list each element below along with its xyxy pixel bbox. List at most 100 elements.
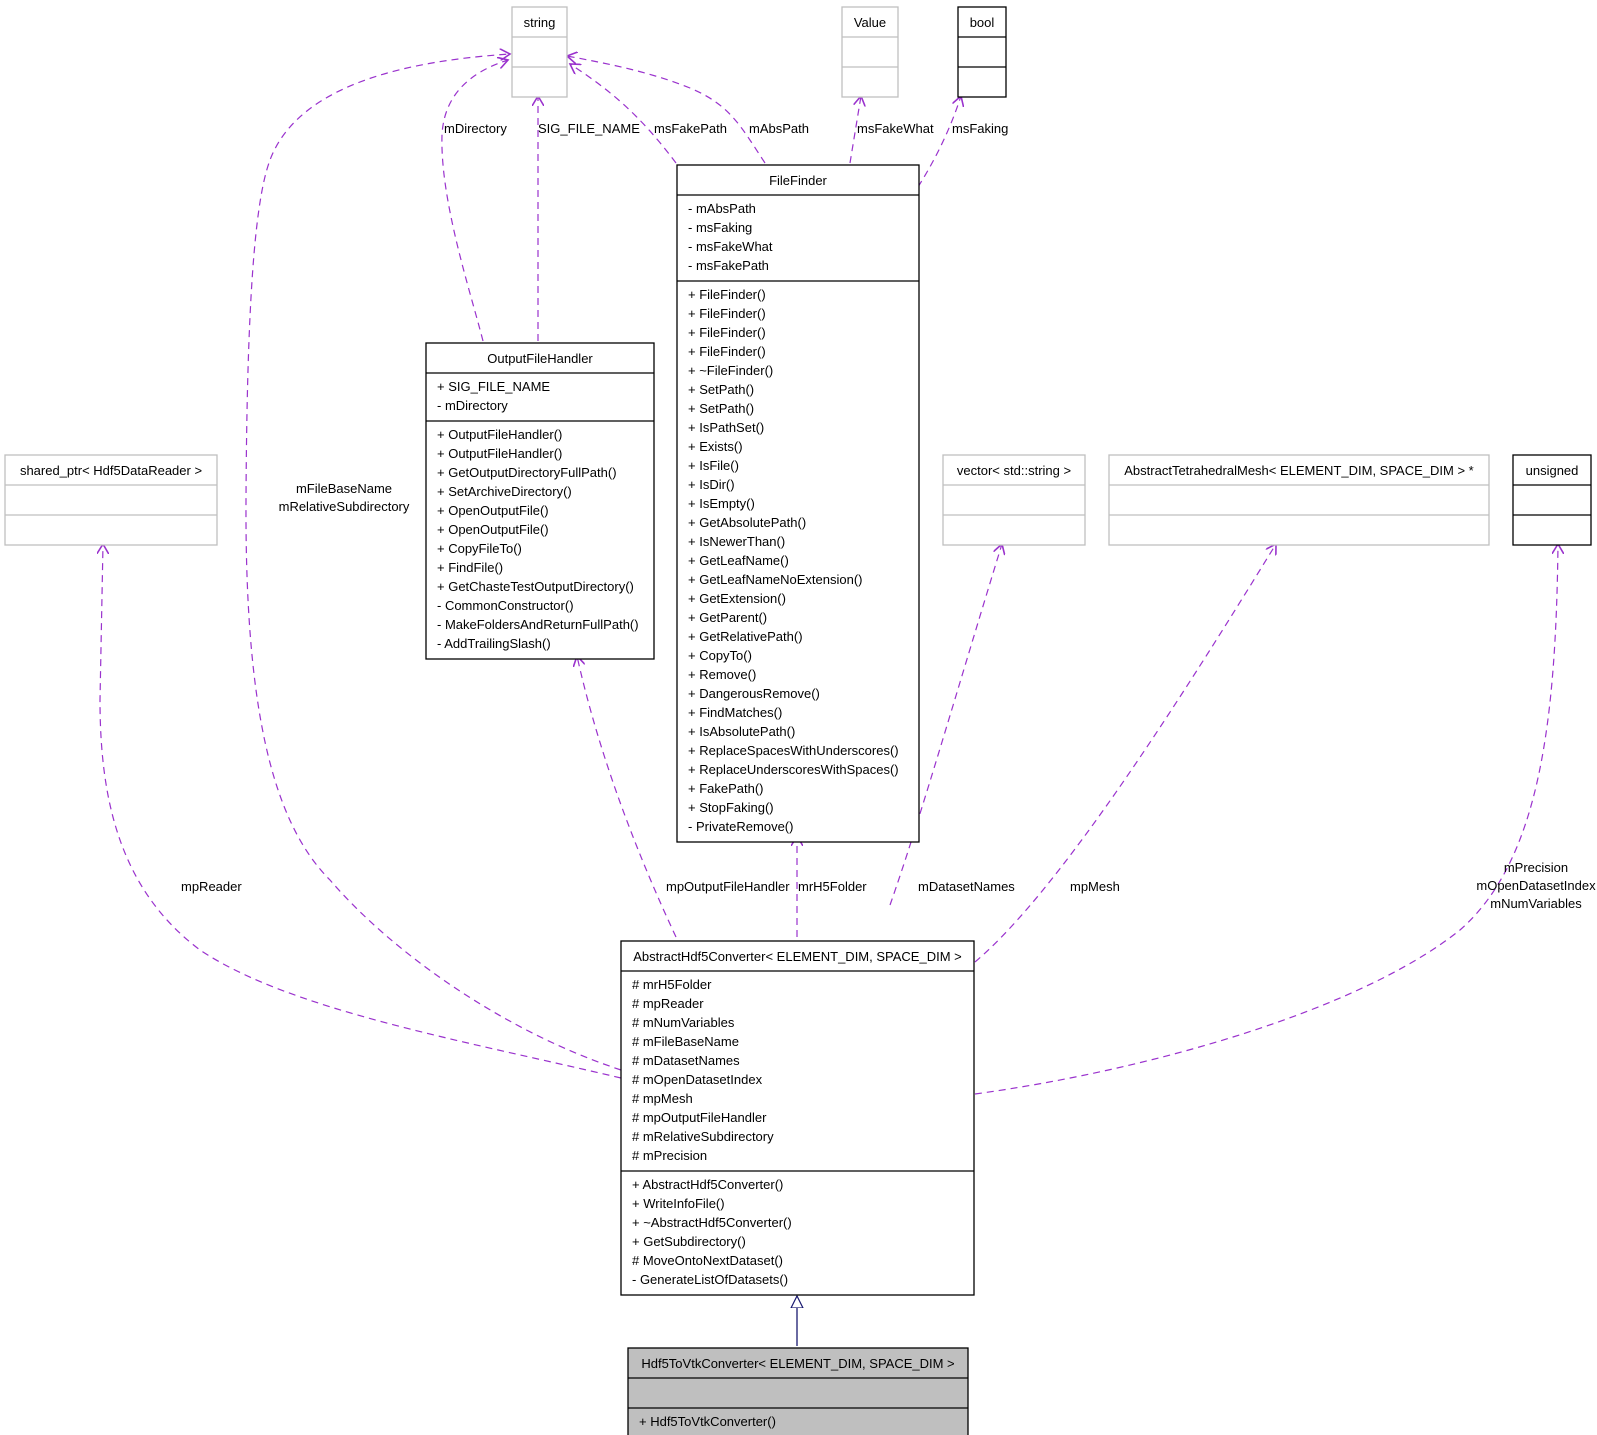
class-method: + GetRelativePath() bbox=[688, 629, 803, 644]
class-method: + ReplaceSpacesWithUnderscores() bbox=[688, 743, 899, 758]
class-method: - MakeFoldersAndReturnFullPath() bbox=[437, 617, 639, 632]
class-title: unsigned bbox=[1526, 463, 1579, 478]
class-node-converter[interactable]: AbstractHdf5Converter< ELEMENT_DIM, SPAC… bbox=[620, 940, 975, 1296]
class-attribute: - msFakePath bbox=[688, 258, 769, 273]
class-method: + GetSubdirectory() bbox=[632, 1234, 746, 1249]
edge-label-mfilebasename: mFileBaseName bbox=[296, 481, 392, 496]
class-method: + Hdf5ToVtkConverter() bbox=[639, 1414, 776, 1429]
class-method: - AddTrailingSlash() bbox=[437, 636, 551, 651]
edge-label-sig-file-name: SIG_FILE_NAME bbox=[538, 121, 640, 136]
class-method: + IsFile() bbox=[688, 458, 739, 473]
class-title: FileFinder bbox=[769, 173, 827, 188]
class-attribute: # mpReader bbox=[632, 996, 704, 1011]
class-method: + SetPath() bbox=[688, 401, 754, 416]
edge-label-mabspath: mAbsPath bbox=[749, 121, 809, 136]
class-title: Value bbox=[854, 15, 886, 30]
class-method: + WriteInfoFile() bbox=[632, 1196, 725, 1211]
class-node-outputfilehandler[interactable]: OutputFileHandler+ SIG_FILE_NAME- mDirec… bbox=[425, 342, 655, 660]
class-method: + ReplaceUnderscoresWithSpaces() bbox=[688, 762, 899, 777]
class-node-filefinder[interactable]: FileFinder - mAbsPath - msFaking - msFakeWh… bbox=[676, 164, 920, 843]
class-method: + FindFile() bbox=[437, 560, 503, 575]
class-node-value[interactable]: Value bbox=[841, 6, 899, 98]
class-method: + SetPath() bbox=[688, 382, 754, 397]
edge-label-msfakepath: msFakePath bbox=[654, 121, 727, 136]
class-method: + FakePath() bbox=[688, 781, 764, 796]
class-method: + GetLeafNameNoExtension() bbox=[688, 572, 863, 587]
class-method: + FileFinder() bbox=[688, 287, 766, 302]
class-method: + OpenOutputFile() bbox=[437, 503, 549, 518]
class-method: + IsNewerThan() bbox=[688, 534, 785, 549]
class-method: + ~FileFinder() bbox=[688, 363, 773, 378]
edge-msfaking bbox=[917, 96, 961, 188]
class-method: + GetParent() bbox=[688, 610, 767, 625]
class-title: shared_ptr< Hdf5DataReader > bbox=[20, 463, 202, 478]
edge-mpreader bbox=[100, 544, 622, 1079]
class-method: + FileFinder() bbox=[688, 325, 766, 340]
edge-msfakepath bbox=[570, 64, 677, 164]
edge-mdatasetnames bbox=[889, 544, 1002, 906]
class-method: - CommonConstructor() bbox=[437, 598, 574, 613]
class-method: + OutputFileHandler() bbox=[437, 427, 562, 442]
class-node-mesh[interactable]: AbstractTetrahedralMesh< ELEMENT_DIM, SP… bbox=[1108, 454, 1490, 546]
class-method: + Remove() bbox=[688, 667, 756, 682]
class-title: vector< std::string > bbox=[957, 463, 1071, 478]
class-node-bool[interactable]: bool bbox=[957, 6, 1007, 98]
class-title: AbstractHdf5Converter< ELEMENT_DIM, SPAC… bbox=[633, 949, 961, 964]
class-title: OutputFileHandler bbox=[487, 351, 593, 366]
class-node-string[interactable]: string bbox=[511, 6, 568, 98]
class-attribute: - mAbsPath bbox=[688, 201, 756, 216]
edge-label-mrh5folder: mrH5Folder bbox=[798, 879, 867, 894]
class-method: + GetLeafName() bbox=[688, 553, 789, 568]
class-method: + IsAbsolutePath() bbox=[688, 724, 795, 739]
class-method: + ~AbstractHdf5Converter() bbox=[632, 1215, 792, 1230]
class-method: + GetChasteTestOutputDirectory() bbox=[437, 579, 634, 594]
class-method: + CopyFileTo() bbox=[437, 541, 522, 556]
class-method: + IsEmpty() bbox=[688, 496, 755, 511]
class-title: bool bbox=[970, 15, 995, 30]
class-node-unsigned[interactable]: unsigned bbox=[1512, 454, 1592, 546]
class-method: + GetAbsolutePath() bbox=[688, 515, 806, 530]
class-title: string bbox=[524, 15, 556, 30]
class-method: # MoveOntoNextDataset() bbox=[632, 1253, 783, 1268]
edge-label-mdirectory: mDirectory bbox=[444, 121, 507, 136]
class-node-vtk[interactable]: Hdf5ToVtkConverter< ELEMENT_DIM, SPACE_D… bbox=[627, 1347, 969, 1435]
class-attribute: # mNumVariables bbox=[632, 1015, 735, 1030]
class-method: + StopFaking() bbox=[688, 800, 774, 815]
class-method: + CopyTo() bbox=[688, 648, 752, 663]
class-method: + AbstractHdf5Converter() bbox=[632, 1177, 783, 1192]
class-attribute: # mrH5Folder bbox=[632, 977, 712, 992]
edge-label-msfaking: msFaking bbox=[952, 121, 1008, 136]
class-method: + DangerousRemove() bbox=[688, 686, 820, 701]
edge-mdirectory bbox=[441, 60, 508, 342]
edge-label-mrelativesubdirectory: mRelativeSubdirectory bbox=[279, 499, 410, 514]
edge-mprecision bbox=[974, 544, 1558, 1095]
class-method: + GetExtension() bbox=[688, 591, 786, 606]
class-method: - GenerateListOfDatasets() bbox=[632, 1272, 788, 1287]
class-attribute: # mPrecision bbox=[632, 1148, 707, 1163]
class-method: + FileFinder() bbox=[688, 344, 766, 359]
class-attribute: - msFakeWhat bbox=[688, 239, 773, 254]
class-method: + Exists() bbox=[688, 439, 743, 454]
class-attribute: - msFaking bbox=[688, 220, 752, 235]
class-method: + SetArchiveDirectory() bbox=[437, 484, 572, 499]
class-attribute: - mDirectory bbox=[437, 398, 508, 413]
class-node-sharedptr[interactable]: shared_ptr< Hdf5DataReader > bbox=[4, 454, 218, 546]
edge-label-mpreader: mpReader bbox=[181, 879, 242, 894]
edge-mabspath bbox=[567, 56, 766, 164]
edge-label-mopendatasetindex: mOpenDatasetIndex bbox=[1476, 878, 1596, 893]
edge-mfilebasename bbox=[245, 54, 622, 1071]
class-method: + FileFinder() bbox=[688, 306, 766, 321]
class-title: AbstractTetrahedralMesh< ELEMENT_DIM, SP… bbox=[1124, 463, 1473, 478]
class-method: + GetOutputDirectoryFullPath() bbox=[437, 465, 617, 480]
class-node-vector[interactable]: vector< std::string > bbox=[942, 454, 1086, 546]
edge-label-msfakewhat: msFakeWhat bbox=[857, 121, 934, 136]
class-method: + FindMatches() bbox=[688, 705, 782, 720]
class-attribute: # mFileBaseName bbox=[632, 1034, 739, 1049]
edge-label-mdatasetnames: mDatasetNames bbox=[918, 879, 1015, 894]
class-attribute: # mOpenDatasetIndex bbox=[632, 1072, 763, 1087]
class-attribute: # mRelativeSubdirectory bbox=[632, 1129, 774, 1144]
edge-mpmesh bbox=[974, 544, 1276, 963]
class-attribute: # mDatasetNames bbox=[632, 1053, 740, 1068]
edge-label-mpmesh: mpMesh bbox=[1070, 879, 1120, 894]
